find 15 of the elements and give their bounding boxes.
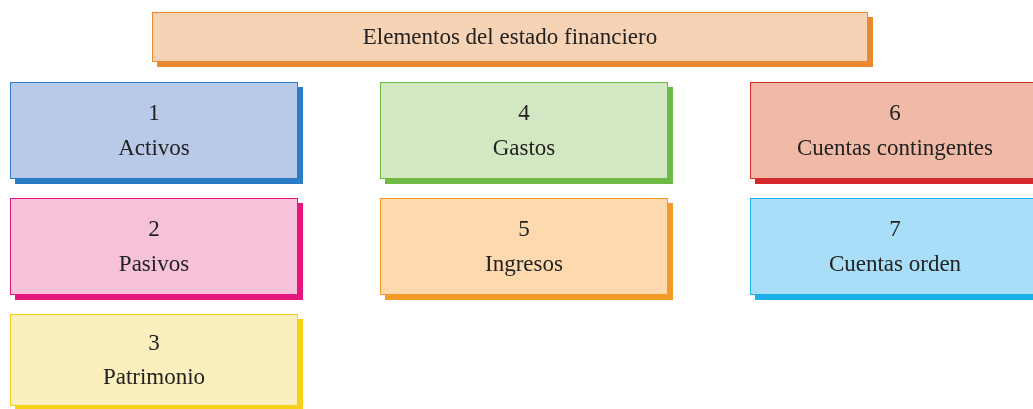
category-number: 5 xyxy=(518,215,530,243)
category-number: 3 xyxy=(148,328,160,357)
category-number: 7 xyxy=(889,215,901,243)
category-number: 2 xyxy=(148,215,160,243)
title-text: Elementos del estado financiero xyxy=(362,22,658,51)
category-name: Gastos xyxy=(492,133,556,162)
category-name: Pasivos xyxy=(118,249,190,278)
category-name: Patrimonio xyxy=(102,363,206,391)
category-number: 6 xyxy=(889,99,901,127)
category-name: Ingresos xyxy=(485,249,563,278)
category-name: Activos xyxy=(118,133,190,162)
category-name: Cuentas contingentes xyxy=(796,133,994,162)
category-name: Cuentas orden xyxy=(828,249,962,278)
category-number: 1 xyxy=(148,99,160,127)
category-number: 4 xyxy=(518,99,530,127)
